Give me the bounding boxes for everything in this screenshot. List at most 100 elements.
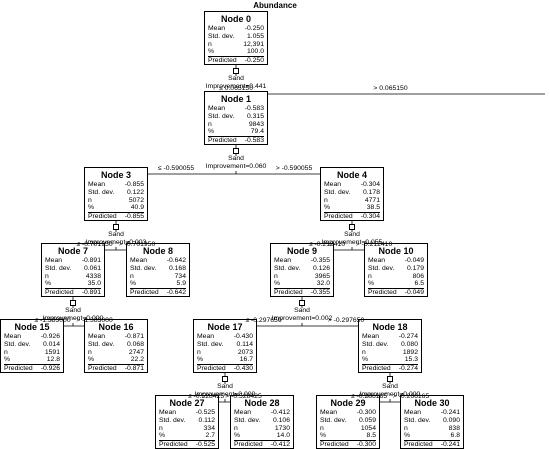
node-percent-label: % bbox=[404, 432, 411, 440]
node-predicted-label: Predicted bbox=[4, 365, 33, 373]
node-std-dev-row: Std. dev.0.168 bbox=[130, 265, 186, 273]
node-percent-row: %12.8 bbox=[4, 356, 60, 364]
node-mean-label: Mean bbox=[324, 181, 342, 188]
node-mean-label: Mean bbox=[274, 257, 292, 264]
node-mean-value: -0.430 bbox=[233, 333, 253, 340]
node-predicted-label: Predicted bbox=[274, 289, 303, 297]
node-n-value: 2747 bbox=[128, 348, 144, 356]
node-std-dev-value: 0.178 bbox=[362, 188, 380, 196]
node-percent-label: % bbox=[208, 128, 215, 136]
node-predicted-row: Predicted-0.250 bbox=[208, 56, 264, 65]
node-title: Node 16 bbox=[98, 322, 134, 332]
node-n-value: 1892 bbox=[402, 348, 418, 356]
node-predicted-value: -0.274 bbox=[398, 365, 418, 373]
node-predicted-value: -0.241 bbox=[440, 441, 460, 449]
node-percent-label: % bbox=[324, 204, 331, 212]
split-improvement-9: Improvement=0.002 bbox=[271, 315, 333, 322]
node-std-dev-row: Std. dev.0.061 bbox=[45, 265, 101, 273]
node-predicted-value: -0.871 bbox=[124, 365, 144, 373]
split-right-label-3: > -0.701950 bbox=[118, 241, 156, 248]
node-predicted-value: -0.430 bbox=[233, 365, 253, 373]
split-right-label-18: > -0.266165 bbox=[392, 393, 430, 400]
node-predicted-value: -0.642 bbox=[166, 289, 186, 297]
node-percent-label: % bbox=[274, 280, 281, 288]
node-mean-row: Mean-0.241 bbox=[404, 409, 460, 417]
node-n-label: n bbox=[45, 272, 49, 280]
node-std-dev-row: Std. dev.0.090 bbox=[404, 417, 460, 425]
node-percent-value: 38.5 bbox=[366, 204, 380, 212]
node-std-dev-row: Std. dev.0.315 bbox=[208, 113, 264, 121]
node-title: Node 3 bbox=[100, 170, 131, 180]
node-mean-row: Mean-0.430 bbox=[197, 333, 253, 341]
node-mean-row: Mean-0.642 bbox=[130, 257, 186, 265]
node-std-dev-label: Std. dev. bbox=[320, 416, 347, 424]
node-mean-row: Mean-0.525 bbox=[159, 409, 215, 417]
node-predicted-row: Predicted-0.891 bbox=[45, 288, 101, 297]
node-mean-label: Mean bbox=[404, 409, 422, 416]
split-variable-17: Sand bbox=[217, 383, 233, 390]
node-predicted-row: Predicted-0.274 bbox=[362, 364, 418, 373]
node-mean-value: -0.855 bbox=[124, 181, 144, 188]
node-std-dev-value: 0.112 bbox=[198, 416, 215, 424]
split-left-label-0: ≤ 0.065150 bbox=[219, 85, 253, 92]
split-variable-3: Sand bbox=[108, 231, 124, 238]
node-predicted-label: Predicted bbox=[208, 137, 237, 145]
node-title: Node 0 bbox=[220, 14, 251, 24]
split-left-label-17: ≤ -0.528425 bbox=[187, 393, 225, 400]
node-predicted-row: Predicted-0.926 bbox=[4, 364, 60, 373]
node-n-label: n bbox=[197, 348, 201, 356]
node-std-dev-label: Std. dev. bbox=[197, 340, 224, 348]
node-predicted-row: Predicted -0.642 bbox=[130, 288, 186, 297]
node-percent-row: %16.7 bbox=[197, 356, 253, 364]
node-mean-value: -0.926 bbox=[40, 333, 60, 340]
node-n-value: 1591 bbox=[44, 348, 60, 356]
node-percent-row: %32.0 bbox=[274, 280, 330, 288]
node-n-label: n bbox=[208, 40, 212, 48]
node-n-label: n bbox=[88, 196, 92, 204]
node-predicted-label: Predicted bbox=[368, 289, 397, 297]
node-percent-value: 12.8 bbox=[46, 356, 60, 364]
node-std-dev-label: Std. dev. bbox=[324, 188, 351, 196]
node-std-dev-label: Std. dev. bbox=[368, 264, 395, 272]
node-n-label: n bbox=[362, 348, 366, 356]
node-title: Node 8 bbox=[142, 246, 173, 256]
node-mean-label: Mean bbox=[362, 333, 380, 340]
node-std-dev-value: 0.168 bbox=[168, 264, 186, 272]
node-predicted-label: Predicted bbox=[130, 289, 159, 297]
split-variable-0: Sand bbox=[228, 75, 244, 82]
node-mean-row: Mean-0.583 bbox=[208, 105, 264, 113]
split-left-label-18: ≤ -0.266165 bbox=[350, 393, 388, 400]
node-n-label: n bbox=[404, 424, 408, 432]
node-std-dev-row: Std. dev.0.122 bbox=[88, 189, 144, 197]
node-std-dev-row: Std. dev.1.055 bbox=[208, 33, 264, 41]
node-predicted-label: Predicted bbox=[197, 365, 226, 373]
node-mean-value: -0.274 bbox=[398, 333, 418, 340]
split-left-label-1: ≤ -0.590055 bbox=[157, 165, 195, 172]
split-right-label-7: > -1.383000 bbox=[76, 317, 113, 324]
node-predicted-value: -0.855 bbox=[124, 213, 144, 221]
node-std-dev-label: Std. dev. bbox=[88, 340, 115, 348]
node-predicted-label: Predicted bbox=[404, 441, 433, 449]
node-n-value: 734 bbox=[174, 272, 186, 280]
node-predicted-row: Predicted-0.049 bbox=[368, 288, 424, 297]
node-percent-row: %40.9 bbox=[88, 204, 144, 212]
split-connector-9 bbox=[299, 300, 305, 306]
node-mean-label: Mean bbox=[234, 409, 252, 416]
node-std-dev-value: 0.126 bbox=[312, 264, 330, 272]
node-predicted-label: Predicted bbox=[88, 213, 117, 221]
node-mean-value: -0.583 bbox=[244, 105, 264, 112]
node-percent-value: 79.4 bbox=[250, 128, 264, 136]
node-mean-value: -0.871 bbox=[124, 333, 144, 340]
